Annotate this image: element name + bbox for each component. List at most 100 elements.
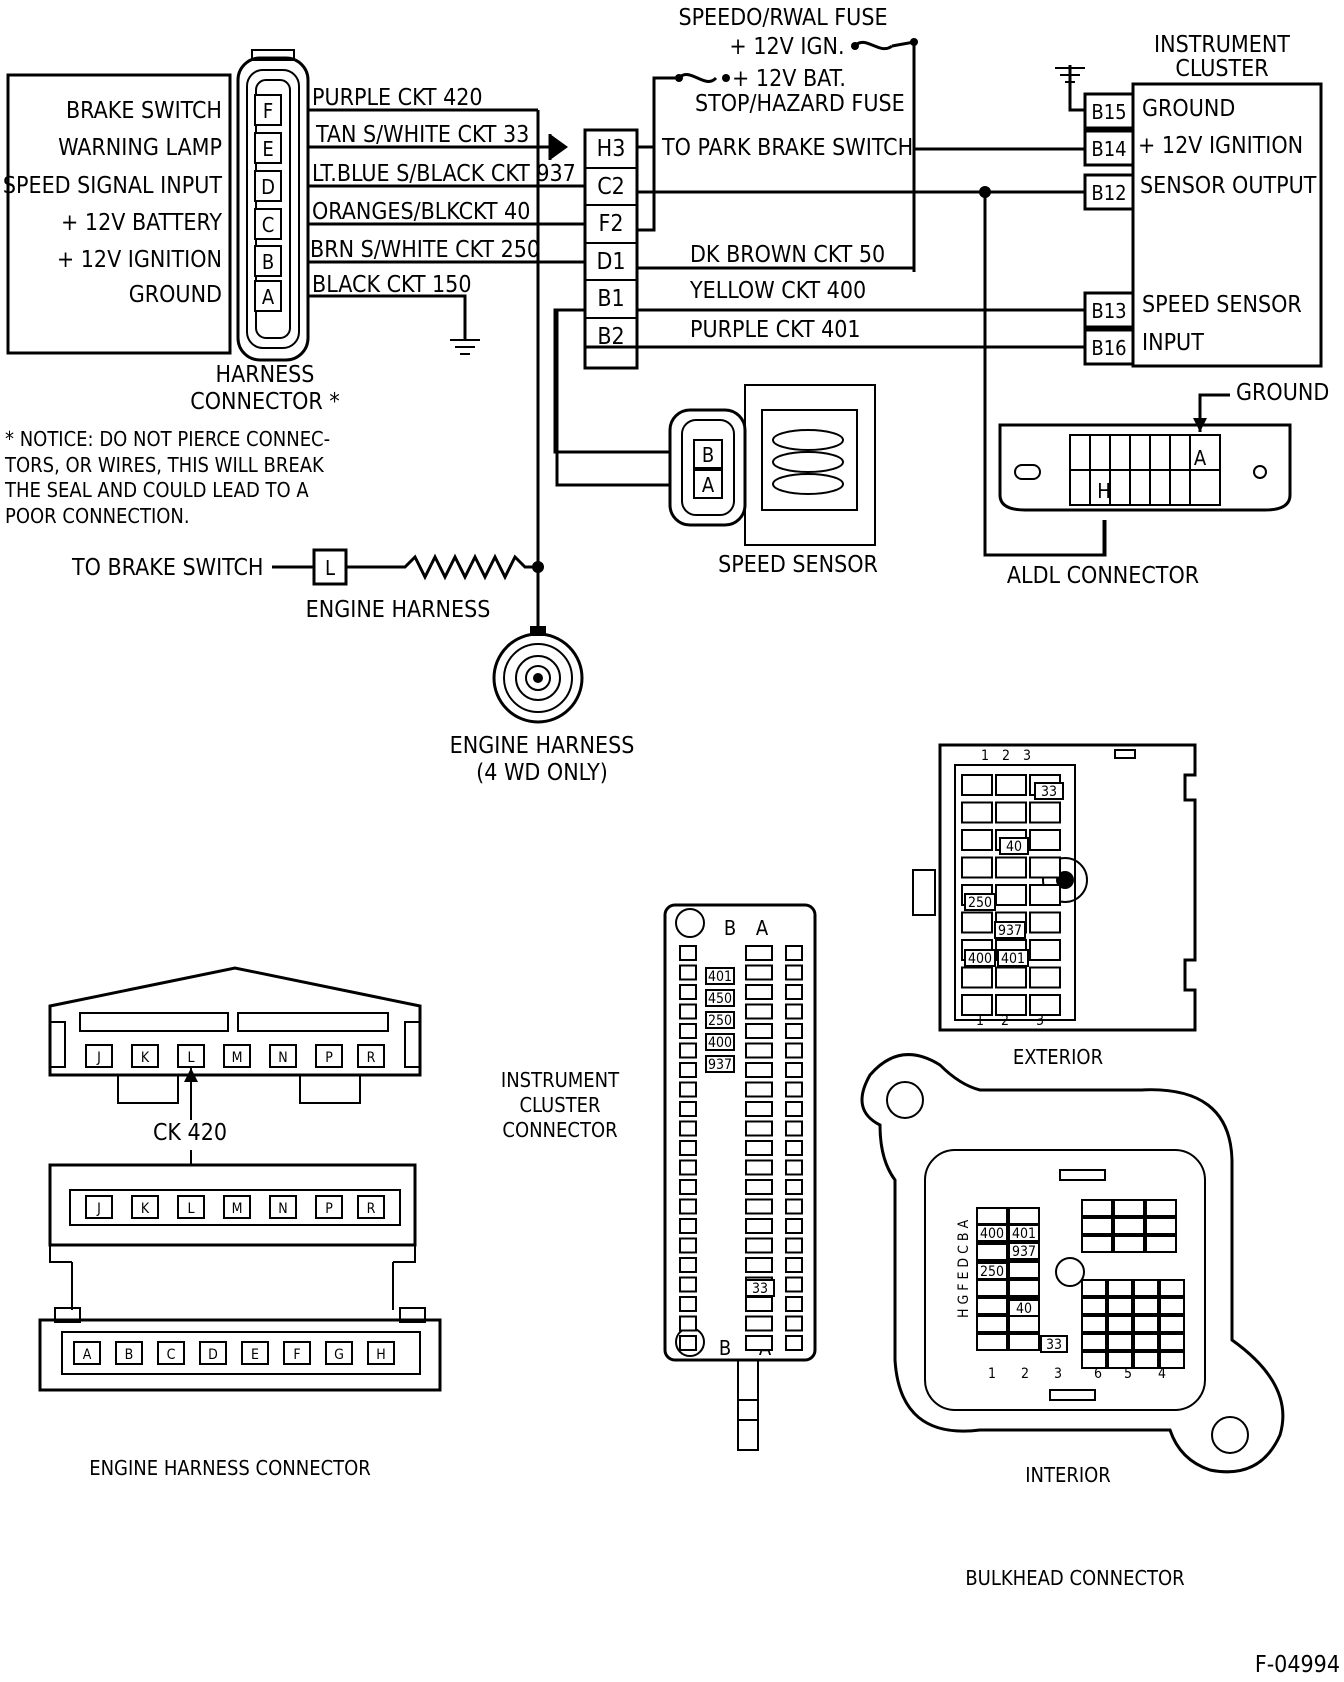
engine-mid-pin-p: P xyxy=(325,1201,333,1217)
engine-top-pin-r: R xyxy=(367,1050,376,1066)
ic-pin-left xyxy=(679,1101,697,1117)
ext-cell-250: 250 xyxy=(968,895,992,911)
harness-pin-f: F xyxy=(263,99,273,123)
ic-pin-edge xyxy=(785,1315,803,1332)
wire-label-dk-brown-50: DK BROWN CKT 50 xyxy=(690,242,885,268)
ic-pin-grid xyxy=(679,945,803,1351)
harness-pin-b: B xyxy=(262,250,274,274)
engine-mid-pin-r: R xyxy=(367,1201,376,1217)
ext-cell xyxy=(961,994,993,1016)
aldl-connector: A H GROUND ALDL CONNECTOR xyxy=(998,380,1329,589)
ic-cell-937: 937 xyxy=(708,1057,732,1073)
ic-pin-right xyxy=(745,984,773,1000)
ic-cell-33: 33 xyxy=(752,1281,768,1297)
ic-pin-edge xyxy=(785,1179,803,1195)
ic-pin-left xyxy=(679,1081,697,1098)
ext-cell xyxy=(995,801,1027,824)
ic-pin-left xyxy=(679,1140,697,1156)
ext-num-1-top: 1 xyxy=(981,748,989,764)
speed-sensor-pin-b: B xyxy=(702,443,714,467)
harness-pin-e: E xyxy=(262,137,273,161)
engine-bottom-pin-a: A xyxy=(83,1347,92,1363)
int-cell-upper xyxy=(1113,1199,1145,1217)
int-num-5: 5 xyxy=(1124,1366,1132,1382)
int-cell xyxy=(1008,1207,1040,1225)
ic-col-b-bottom: B xyxy=(719,1336,731,1360)
int-cell-upper xyxy=(1145,1199,1177,1217)
aldl-label: ALDL CONNECTOR xyxy=(1007,563,1199,589)
engine-bottom-pin-g: G xyxy=(334,1347,344,1363)
int-cell-upper xyxy=(1145,1235,1177,1253)
aldl-ground-label: GROUND xyxy=(1236,380,1329,406)
int-cell-lower xyxy=(1107,1279,1133,1297)
engine-mid-pin-k: K xyxy=(141,1201,150,1217)
ic-pin-left xyxy=(679,1315,697,1332)
int-cell-lower xyxy=(1159,1279,1185,1297)
instrument-cluster: INSTRUMENT CLUSTER B15 GROUND B14 + 12V … xyxy=(1055,32,1323,368)
int-cell-lower xyxy=(1133,1315,1159,1333)
int-cell-lower xyxy=(1081,1333,1107,1351)
ic-pin-edge xyxy=(785,1335,803,1351)
aldl-pin-a: A xyxy=(1194,446,1207,470)
int-cell-33: 33 xyxy=(1046,1337,1062,1353)
ic-col-a-top: A xyxy=(756,916,769,940)
int-cell-lower xyxy=(1107,1333,1133,1351)
ext-cell xyxy=(1029,939,1061,961)
ext-num-2-top: 2 xyxy=(1002,748,1010,764)
ext-cell xyxy=(961,856,993,879)
int-cell-lower xyxy=(1107,1315,1133,1333)
ext-cell xyxy=(995,884,1027,906)
ic-pin-right xyxy=(745,945,773,961)
cluster-title-2: CLUSTER xyxy=(1175,56,1268,82)
module-label-battery: + 12V BATTERY xyxy=(61,210,222,236)
engine-top-pin-l: L xyxy=(187,1050,194,1066)
ic-pin-left xyxy=(679,1276,697,1293)
int-cell-40: 40 xyxy=(1016,1301,1032,1317)
ic-pin-right xyxy=(745,964,773,981)
ext-labeled-cells: 33 40 250 937 400 401 xyxy=(964,782,1064,967)
cluster-label-speed-sensor: SPEED SENSOR xyxy=(1142,292,1302,318)
ck-420-label: CK 420 xyxy=(153,1120,227,1146)
ic-pin-right xyxy=(745,1296,773,1312)
int-cell-lower xyxy=(1081,1315,1107,1333)
ic-pin-edge xyxy=(785,1257,803,1273)
bulkhead-exterior-label: EXTERIOR xyxy=(1013,1045,1103,1069)
cluster-label-input: INPUT xyxy=(1142,330,1204,356)
engine-top-pin-k: K xyxy=(141,1050,150,1066)
int-cell-upper xyxy=(1145,1217,1177,1235)
wire-label-tan-33: TAN S/WHITE CKT 33 xyxy=(315,122,529,148)
ic-pin-left xyxy=(679,1218,697,1234)
ic-pin-right xyxy=(745,1120,773,1137)
engine-harness-label: ENGINE HARNESS xyxy=(306,597,491,623)
int-num-6: 6 xyxy=(1094,1366,1102,1382)
ic-pin-right xyxy=(745,1003,773,1020)
int-cell-lower xyxy=(1081,1297,1107,1315)
int-num-2: 2 xyxy=(1021,1366,1029,1382)
ic-connector-title-2: CLUSTER xyxy=(519,1093,600,1117)
int-cell-upper xyxy=(1081,1217,1113,1235)
ic-pin-left xyxy=(679,1296,697,1312)
ic-cell-450: 450 xyxy=(708,991,732,1007)
int-cell xyxy=(976,1315,1008,1333)
ic-pin-edge xyxy=(785,1296,803,1312)
notice-text: * NOTICE: DO NOT PIERCE CONNEC- TORS, OR… xyxy=(4,427,330,528)
int-cell-250: 250 xyxy=(980,1264,1004,1280)
ic-pin-edge xyxy=(785,1023,803,1039)
ext-cell xyxy=(1029,829,1061,851)
ic-pin-edge xyxy=(785,984,803,1000)
cluster-label-ignition: + 12V IGNITION xyxy=(1138,133,1303,159)
engine-top-pins-a: J K L M N P R xyxy=(85,1044,385,1068)
ic-pin-right xyxy=(745,1101,773,1117)
engine-mid-pin-j: J xyxy=(96,1201,101,1217)
ic-pin-edge xyxy=(785,1003,803,1020)
int-cell xyxy=(1008,1279,1040,1297)
fuse-stop-hazard: STOP/HAZARD FUSE xyxy=(695,91,905,117)
ext-cell xyxy=(961,774,993,796)
engine-mid-pin-n: N xyxy=(278,1201,287,1217)
ic-pin-edge xyxy=(785,945,803,961)
engine-4wd-label-2: (4 WD ONLY) xyxy=(476,760,608,786)
wire-label-purple-420: PURPLE CKT 420 xyxy=(312,85,483,111)
harness-pin-c: C xyxy=(262,213,275,237)
ext-cell-33: 33 xyxy=(1041,784,1057,800)
